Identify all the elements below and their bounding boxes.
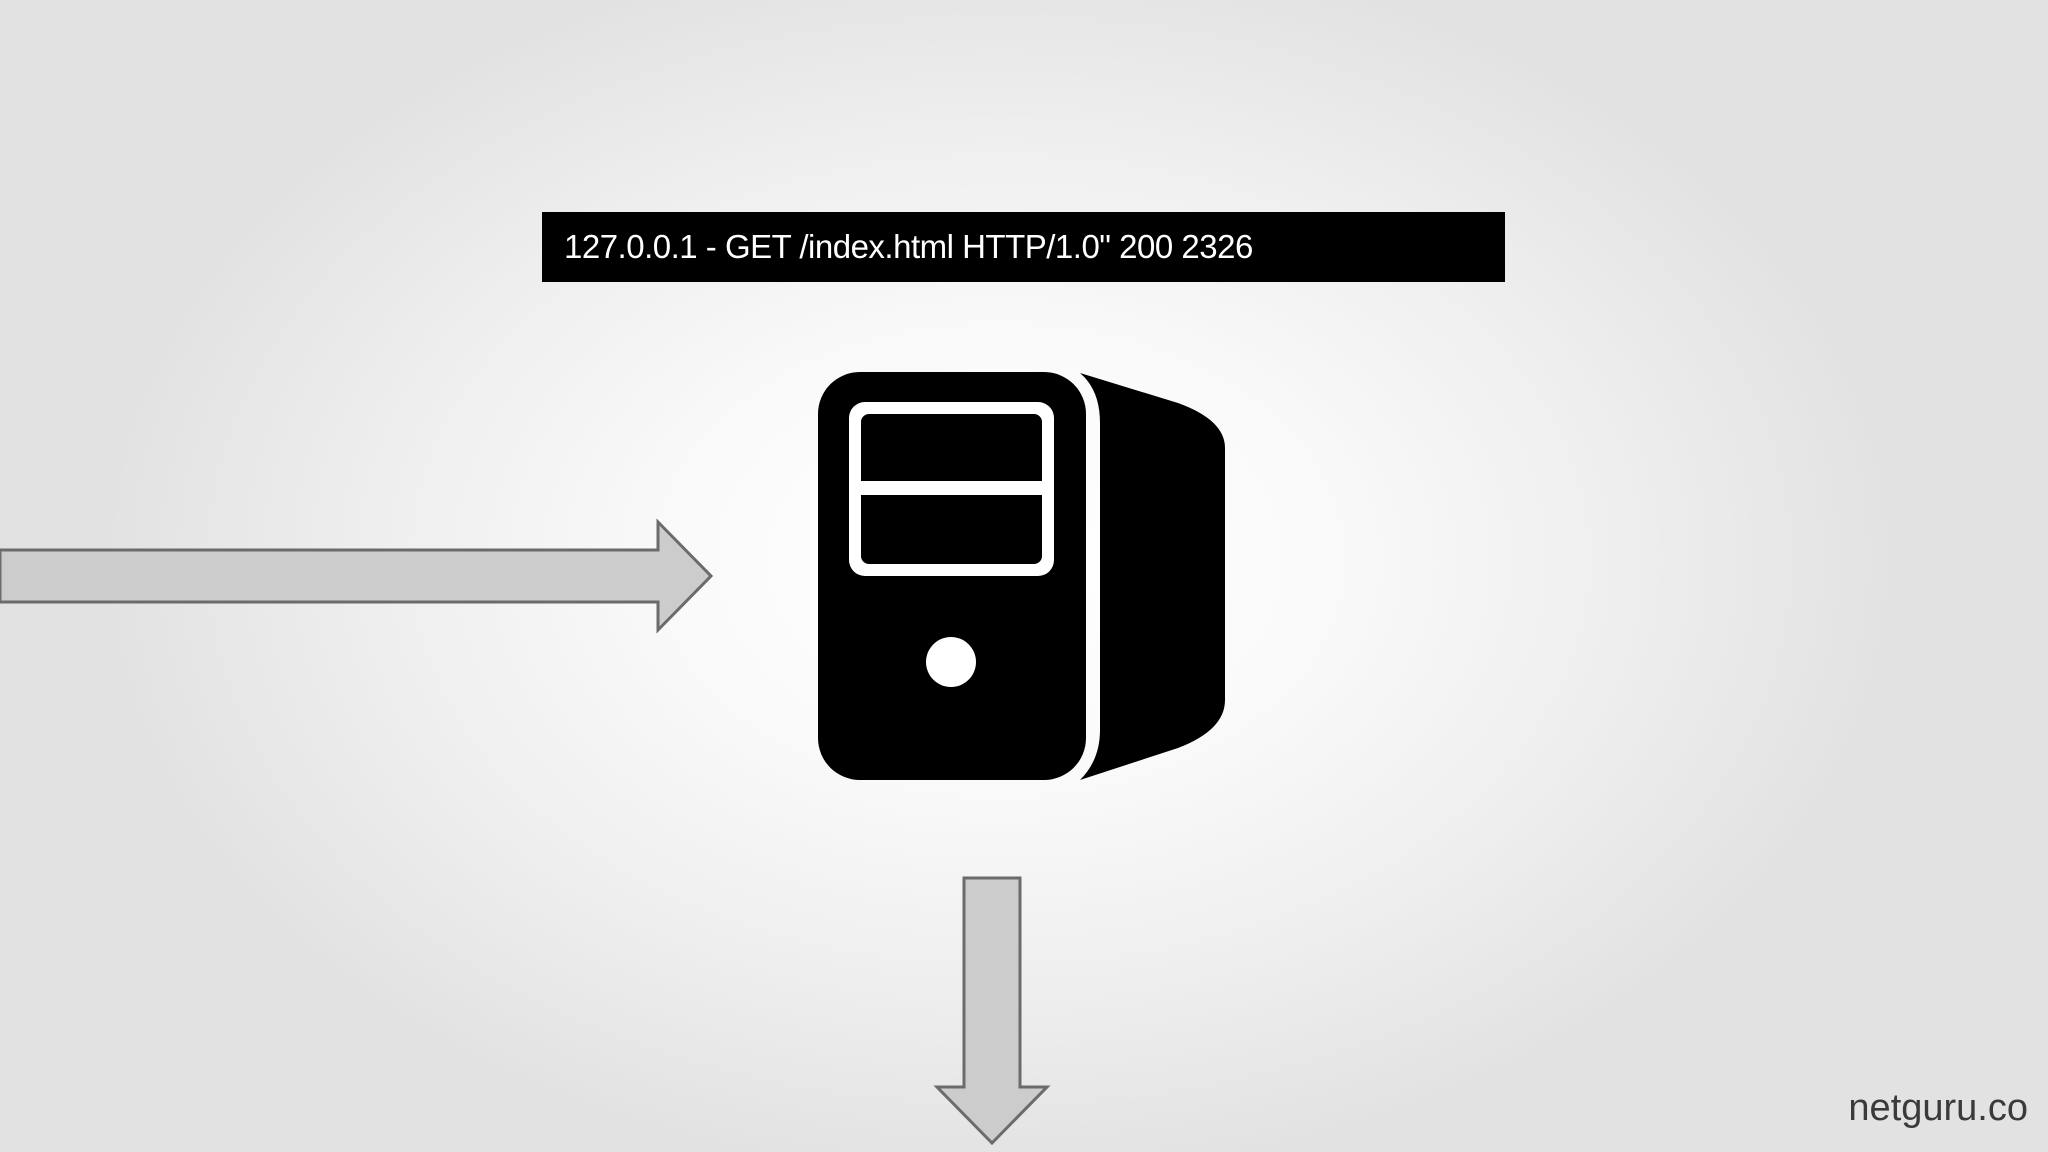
server-tower-icon (818, 372, 1225, 780)
log-entry-bar: 127.0.0.1 - GET /index.html HTTP/1.0" 20… (542, 212, 1505, 282)
log-entry-text: 127.0.0.1 - GET /index.html HTTP/1.0" 20… (564, 228, 1253, 265)
incoming-request-arrow-icon (0, 518, 714, 634)
server-drive-slot-bottom (865, 496, 1038, 560)
outgoing-response-arrow-icon (933, 876, 1051, 1146)
server-side-panel (1080, 373, 1225, 780)
server-power-button (926, 637, 976, 687)
server-drive-slot-top (865, 418, 1038, 480)
server-drive-divider (861, 481, 1042, 495)
brand-watermark: netguru.co (1848, 1087, 2028, 1129)
